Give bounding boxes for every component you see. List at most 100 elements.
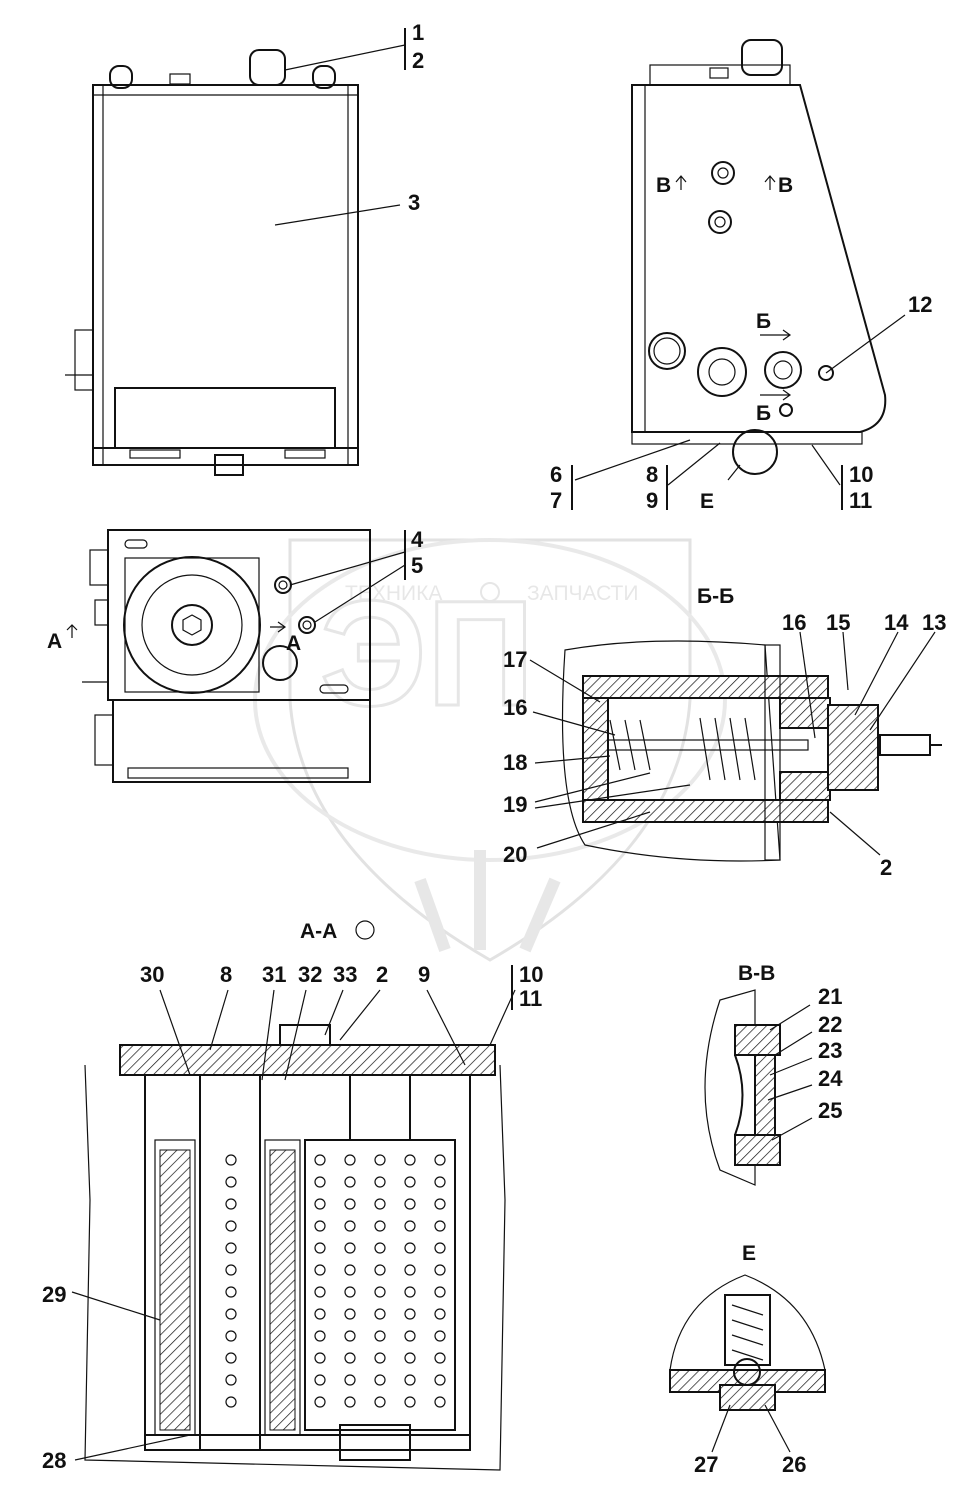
label-10-aa: 10 [519,962,543,987]
section-mark-b-bottom: Б [756,402,771,425]
label-9: 9 [646,488,658,513]
perforation-hole [374,1154,386,1166]
section-mark-a-left: А [47,630,62,653]
label-18: 18 [503,750,527,775]
perforation-hole [404,1352,416,1364]
section-mark-a-right: А [286,632,301,655]
perforation-hole [225,1352,237,1364]
perforation-hole [314,1352,326,1364]
perforation-hole [344,1308,356,1320]
perforation-hole [344,1286,356,1298]
perforation-hole [374,1352,386,1364]
perforation-hole [404,1308,416,1320]
perforation-hole [404,1396,416,1408]
perforation-hole [314,1286,326,1298]
perforation-hole [374,1396,386,1408]
watermark: ЭП ТЕХНИКА ЗАПЧАСТИ [253,538,727,962]
perforation-hole [314,1308,326,1320]
label-4: 4 [411,527,424,552]
perforation-hole [434,1242,446,1254]
svg-text:ЭП: ЭП [320,569,535,737]
section-vv-drawing [704,989,813,1186]
perforation-hole [404,1220,416,1232]
perforation-hole [344,1352,356,1364]
perforation-hole [404,1198,416,1210]
section-title-aa: А-А [300,920,337,943]
perforation-hole [434,1286,446,1298]
label-13: 13 [922,610,946,635]
perforation-hole [314,1198,326,1210]
perforation-hole [404,1286,416,1298]
section-title-e: Е [742,1242,756,1265]
label-11-aa: 11 [519,986,542,1011]
detail-e-drawing [669,1274,826,1453]
label-16-left: 16 [503,695,527,720]
perforation-hole [225,1176,237,1188]
perforation-hole [404,1242,416,1254]
side-view [571,39,906,510]
label-14: 14 [884,610,909,635]
perforation-hole [404,1176,416,1188]
perforation-hole [225,1330,237,1342]
perforation-hole [374,1242,386,1254]
perforation-hole [374,1374,386,1386]
label-30: 30 [140,962,164,987]
perforation-hole [434,1330,446,1342]
section-aa-drawing [71,965,516,1471]
perforation-hole [404,1330,416,1342]
detail-circle-icon [355,920,375,940]
perforation-hole [225,1286,237,1298]
label-25: 25 [818,1098,842,1123]
watermark-right: ЗАПЧАСТИ [527,582,638,605]
perforation-hole [225,1154,237,1166]
label-20: 20 [503,842,527,867]
label-3: 3 [408,190,420,215]
perforation-hole [314,1176,326,1188]
perforation-hole [314,1264,326,1276]
label-21: 21 [818,984,842,1009]
section-title-bb: Б-Б [697,585,734,608]
label-31: 31 [262,962,286,987]
perforation-hole [225,1198,237,1210]
perforation-hole [314,1396,326,1408]
perforation-hole [344,1396,356,1408]
label-8: 8 [646,462,658,487]
perforation-hole [344,1264,356,1276]
perforation-hole [314,1330,326,1342]
perforation-hole [434,1264,446,1276]
label-9-aa: 9 [418,962,430,987]
section-mark-v-right: В [778,174,793,197]
perforation-hole [225,1374,237,1386]
perforation-hole [434,1374,446,1386]
perforation-hole [344,1198,356,1210]
label-2: 2 [412,48,424,73]
perforation-hole [314,1242,326,1254]
perforation-hole [374,1220,386,1232]
perforation-hole [434,1396,446,1408]
perforation-hole [404,1154,416,1166]
perforation-hole [225,1242,237,1254]
perforation-hole [344,1154,356,1166]
perforation-hole [434,1220,446,1232]
label-16-right: 16 [782,610,806,635]
perforation-hole [344,1176,356,1188]
perforation-hole [314,1154,326,1166]
label-12: 12 [908,292,932,317]
label-10: 10 [849,462,873,487]
perforation-hole [344,1220,356,1232]
perforation-hole [434,1154,446,1166]
perforation-hole [314,1220,326,1232]
perforation-hole [434,1308,446,1320]
label-19: 19 [503,792,527,817]
perforation-hole [344,1374,356,1386]
perforation-hole [344,1242,356,1254]
perforation-hole [225,1308,237,1320]
label-1: 1 [412,20,424,45]
label-17: 17 [503,647,527,672]
perforation-hole [225,1220,237,1232]
label-2-aa: 2 [376,962,388,987]
label-23: 23 [818,1038,842,1063]
label-27: 27 [694,1452,718,1477]
label-5: 5 [411,553,423,578]
perforation-hole [374,1286,386,1298]
